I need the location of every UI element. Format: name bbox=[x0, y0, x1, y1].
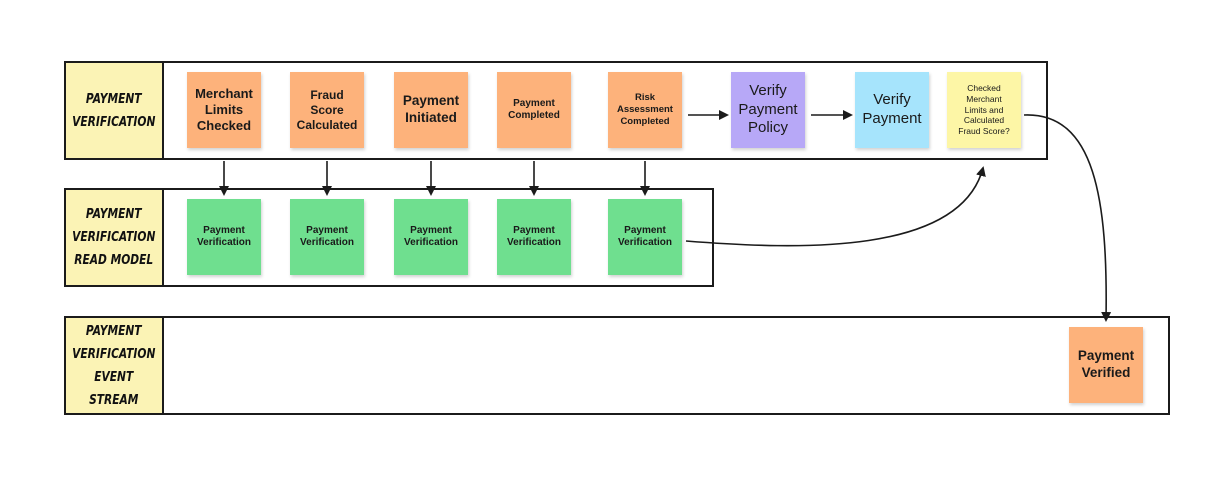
note-fraud-score-calculated[interactable]: Fraud Score Calculated bbox=[290, 72, 364, 148]
note-verify-payment-policy[interactable]: Verify Payment Policy bbox=[731, 72, 805, 148]
note-verify-payment[interactable]: Verify Payment bbox=[855, 72, 929, 148]
note-read-model-1[interactable]: Payment Verification bbox=[187, 199, 261, 275]
arrow-question-to-verified bbox=[1023, 114, 1112, 322]
lane-label-read-model: Payment Verification Read Model bbox=[64, 188, 164, 287]
lane-label-text: Payment Verification Read Model bbox=[72, 207, 156, 268]
note-checked-merchant-limits-question[interactable]: Checked Merchant Limits and Calculated F… bbox=[947, 72, 1021, 148]
lane-label-text: Payment Verification bbox=[72, 91, 156, 130]
note-read-model-5[interactable]: Payment Verification bbox=[608, 199, 682, 275]
note-read-model-2[interactable]: Payment Verification bbox=[290, 199, 364, 275]
note-risk-assessment-completed[interactable]: Risk Assessment Completed bbox=[608, 72, 682, 148]
note-read-model-3[interactable]: Payment Verification bbox=[394, 199, 468, 275]
note-read-model-4[interactable]: Payment Verification bbox=[497, 199, 571, 275]
note-payment-completed[interactable]: Payment Completed bbox=[497, 72, 571, 148]
lane-label-payment-verification: Payment Verification bbox=[64, 61, 164, 160]
note-payment-verified[interactable]: Payment Verified bbox=[1069, 327, 1143, 403]
note-merchant-limits-checked[interactable]: Merchant Limits Checked bbox=[187, 72, 261, 148]
lane-label-text: Payment Verification Event Stream bbox=[72, 323, 156, 408]
lane-event-stream bbox=[162, 316, 1170, 415]
lane-label-event-stream: Payment Verification Event Stream bbox=[64, 316, 164, 415]
arrow-readmodel-to-question bbox=[685, 166, 986, 247]
note-payment-initiated[interactable]: Payment Initiated bbox=[394, 72, 468, 148]
